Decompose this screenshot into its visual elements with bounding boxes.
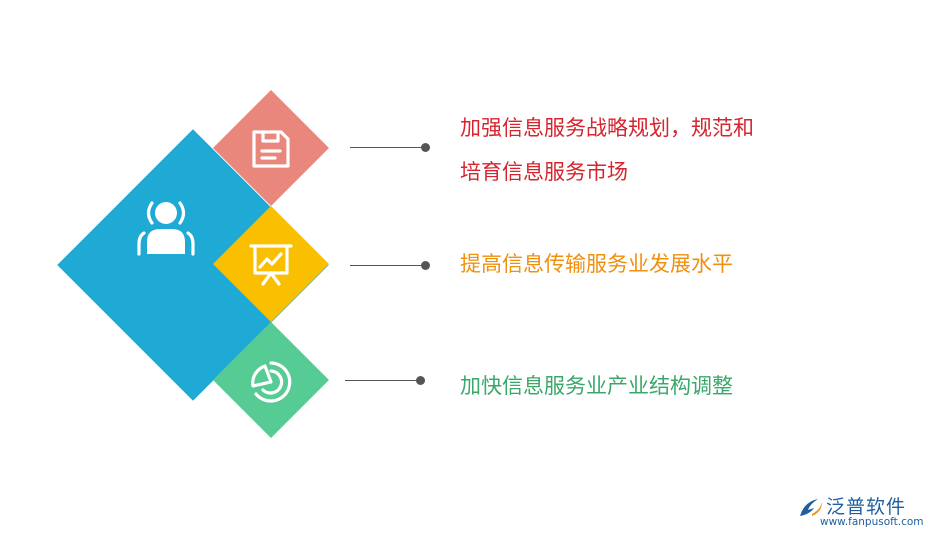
- logo: 泛普软件 www.fanpusoft.com: [798, 492, 924, 530]
- logo-mark-icon: [800, 499, 822, 516]
- item-label-1-line-2: 培育信息服务市场: [460, 160, 628, 184]
- item-label-2: 提高信息传输服务业发展水平: [460, 242, 733, 286]
- connector-dot-1: [421, 143, 430, 152]
- item-label-1-line-1: 加强信息服务战略规划，规范和: [460, 116, 754, 140]
- item-label-3: 加快信息服务业产业结构调整: [460, 364, 733, 408]
- item-label-3-line-1: 加快信息服务业产业结构调整: [460, 374, 733, 398]
- logo-name: 泛普软件: [826, 496, 907, 518]
- connector-line-3: [345, 380, 420, 381]
- trend-chart-icon: [249, 244, 293, 286]
- item-label-1: 加强信息服务战略规划，规范和 培育信息服务市场: [460, 106, 754, 194]
- connector-line-1: [350, 147, 425, 148]
- connector-dot-2: [421, 261, 430, 270]
- document-icon: [252, 130, 290, 168]
- pie-chart-icon: [251, 361, 292, 403]
- item-label-2-line-1: 提高信息传输服务业发展水平: [460, 252, 733, 276]
- logo-url: www.fanpusoft.com: [820, 516, 924, 528]
- connector-dot-3: [416, 376, 425, 385]
- connector-line-2: [350, 265, 425, 266]
- person-icon: [137, 201, 195, 256]
